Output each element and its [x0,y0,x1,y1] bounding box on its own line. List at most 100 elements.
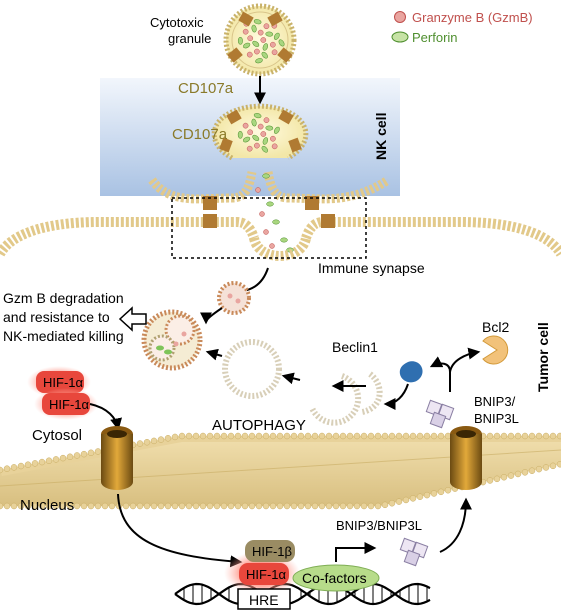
phagophore-mid [309,373,362,426]
lipid-head [143,438,151,446]
lipid-head [255,432,263,440]
nuclear-pore-left [101,426,133,490]
lipid-head [227,502,235,510]
lipid-head [535,432,543,440]
lipid-head [325,502,333,510]
lipid-head [213,432,221,440]
lipid-head [164,502,172,510]
lipid-head [66,502,74,510]
lipid-head [101,502,109,510]
legend-granzyme-label: Granzyme B (GzmB) [412,10,533,25]
lipid-head [430,490,438,497]
lipid-head [73,502,81,510]
lipid-head [318,432,326,440]
nucleus-label: Nucleus [20,497,74,514]
cofactors-label: Co-factors [302,570,367,586]
lipid-head [241,432,249,440]
lipid-head [3,502,11,510]
granzyme-dot [263,229,269,235]
autolysosome [141,309,203,371]
tumor-membrane-outer [0,214,561,261]
lipid-head [346,502,354,510]
granzyme-dot [260,37,267,43]
lipid-head [108,502,116,510]
lipid-head [507,432,515,440]
lipid-head [192,432,200,440]
lipid-head [416,432,424,440]
granzyme-dot [260,131,267,137]
lipid-head [388,499,396,507]
lipid-head [227,432,235,440]
lipid-head [269,502,277,510]
granzyme-dot [257,123,264,130]
lipid-head [87,502,95,510]
lipid-head [213,502,221,510]
lipid-head [234,432,242,440]
lipid-head [80,502,88,510]
lipid-head [10,464,18,471]
lipid-head [360,502,368,510]
lipid-head [318,502,326,510]
beclin1-label: Beclin1 [332,339,378,355]
perforin-dot [265,31,274,37]
nuclear-pore-right [450,426,482,490]
hif1a-nucleus-box [239,563,289,585]
cd107a-label-mid: CD107a [172,126,228,143]
cytosol-label: Cytosol [32,427,82,444]
lipid-head [150,437,158,445]
lipid-head [206,432,214,440]
bcl2-icon [482,335,509,365]
lipid-head [0,502,4,510]
lipid-head [549,462,557,470]
lipid-head [493,475,501,483]
lipid-head [31,460,39,467]
perforin-dot [252,134,260,141]
dna-helix [174,582,431,606]
lipid-head [87,449,95,457]
lipid-head [542,432,550,440]
granzyme-dot [269,243,275,249]
lipid-head [353,432,361,440]
hre-label: HRE [249,592,279,608]
lipid-head [283,432,291,440]
lipid-head [52,456,60,463]
hif1b-box [245,540,295,562]
granzyme-dot [247,129,254,136]
lipid-head [528,432,536,440]
bcl2-label: Bcl2 [482,319,509,335]
arrow-bnip3-branch [429,356,451,392]
lipid-head [311,502,319,510]
granzyme-dot [263,23,270,30]
granzyme-dot [242,28,249,35]
perforin-dot [262,137,269,145]
hre-box [237,588,291,610]
perforin-dot [251,24,257,33]
lipid-head [409,432,417,440]
lipid-head [514,432,522,440]
lipid-head [129,502,137,510]
lipid-head [521,432,529,440]
lipid-head [31,502,39,510]
lipid-head [500,473,508,481]
lipid-head [556,432,561,440]
lipid-head [276,432,284,440]
lipid-head [143,502,151,510]
lipid-head [339,502,347,510]
lipid-head [402,432,410,440]
granzyme-dot [257,29,264,36]
nk-cell-label: NK cell [373,113,389,160]
granzyme-dot [242,122,249,129]
perforin-dot [237,130,243,139]
lipid-head [220,502,228,510]
legend-perforin-label: Perforin [412,30,458,45]
lipid-head [437,488,445,496]
lipid-head [444,486,452,494]
perforin-dot [251,118,257,127]
lipid-head [0,466,4,474]
lipid-head [381,432,389,440]
lipid-head [157,436,165,443]
granzyme-dot [255,187,261,193]
granzyme-dot [263,117,270,124]
lipid-head [276,502,284,510]
lipid-head [157,502,165,510]
